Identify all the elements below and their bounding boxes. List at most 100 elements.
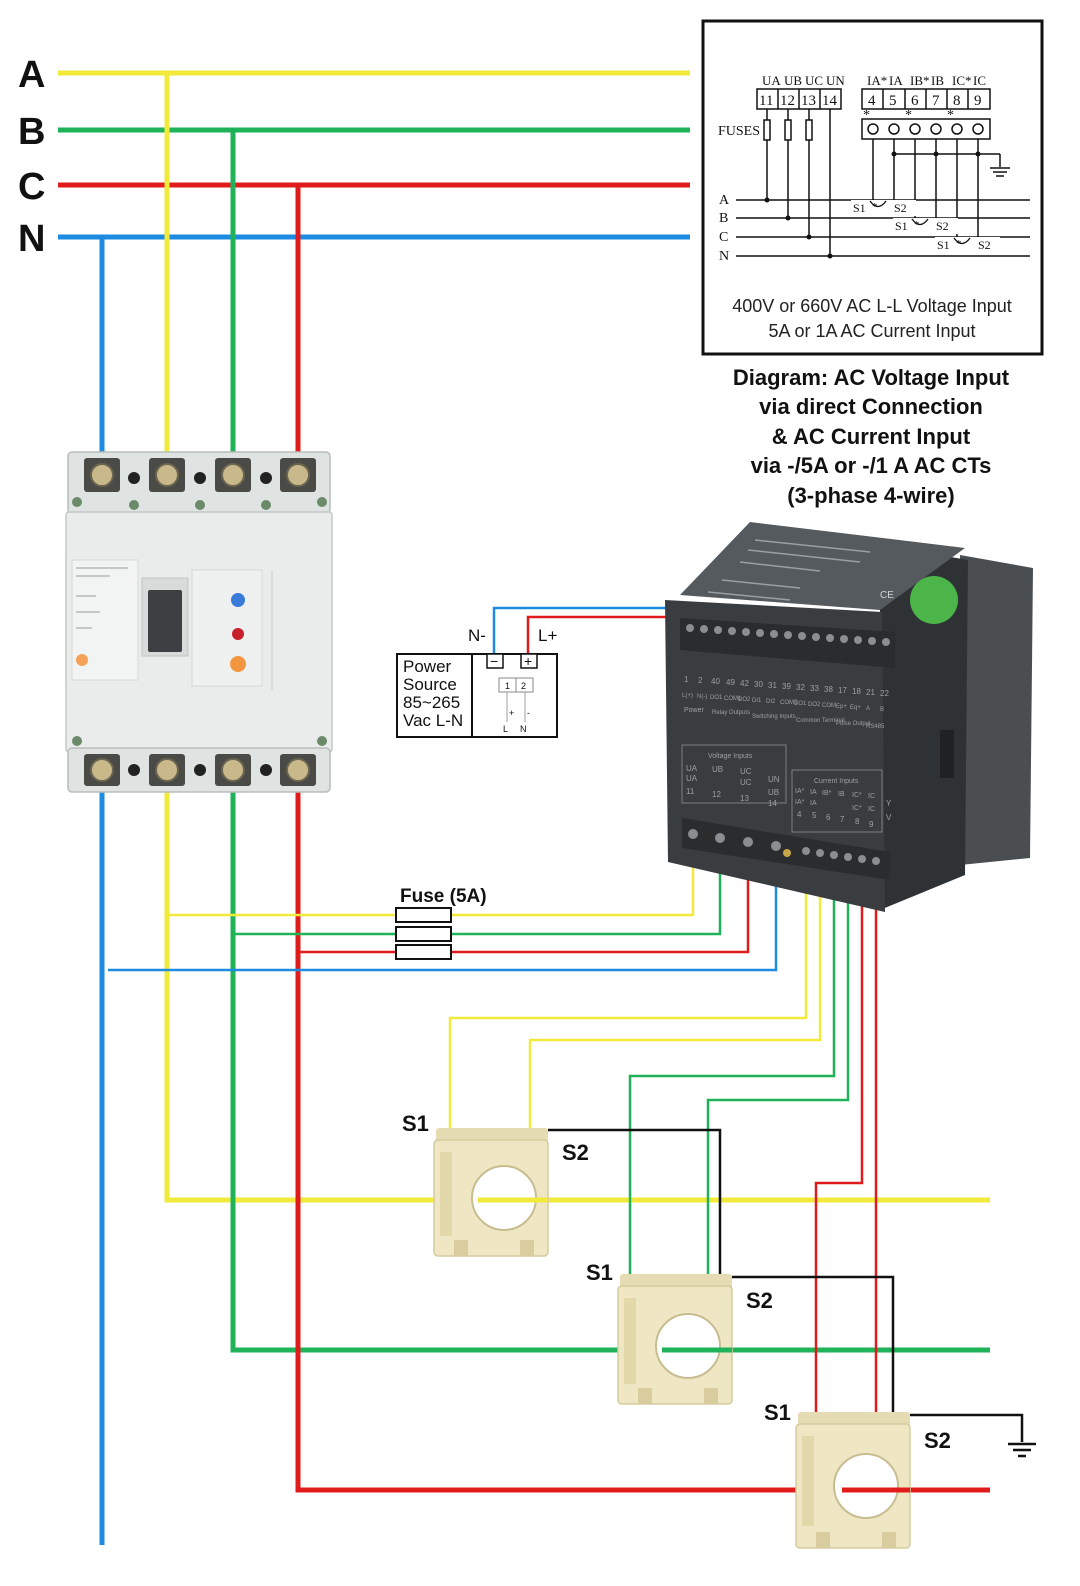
- meter-bottom-screws: [688, 829, 880, 865]
- svg-text:IA: IA: [889, 73, 903, 88]
- svg-text:S1: S1: [937, 238, 950, 252]
- svg-text:UC: UC: [740, 778, 752, 787]
- svg-text:Power: Power: [684, 707, 705, 714]
- ct-2-s2-label: S2: [746, 1288, 773, 1313]
- svg-text:IC: IC: [973, 73, 986, 88]
- ct-1-s2-label: S2: [562, 1140, 589, 1165]
- out-c-line: [295, 780, 990, 1493]
- ct-3-s2-label: S2: [924, 1428, 951, 1453]
- svg-text:13: 13: [740, 794, 749, 803]
- svg-text:UN: UN: [768, 775, 780, 784]
- ct-2-s1-label: S1: [586, 1260, 613, 1285]
- ct-common-3: [910, 1413, 1024, 1442]
- meter-top-screws: [686, 624, 890, 646]
- svg-text:CE: CE: [880, 590, 894, 601]
- meter-bezel: [960, 555, 1033, 865]
- meter-current-block-row1: IA* IA IB* IB IC* IC: [795, 788, 875, 800]
- meter-current-block-row2: IA* IA IC* IC: [795, 799, 875, 813]
- svg-text:5: 5: [889, 93, 897, 109]
- breaker-test-blue: [231, 593, 245, 607]
- svg-text:S2: S2: [978, 238, 991, 252]
- svg-text:30: 30: [754, 680, 763, 689]
- power-line-1: Power: [403, 657, 452, 676]
- circuit-breaker: [65, 451, 333, 793]
- ct2-s2-wire: [706, 848, 850, 1278]
- bus-label-n: N: [18, 218, 45, 260]
- svg-text:IC*: IC*: [852, 805, 862, 812]
- svg-text:V: V: [886, 813, 892, 822]
- ct-2: [617, 1274, 733, 1405]
- svg-text:8: 8: [953, 93, 961, 109]
- power-line-2: Source: [403, 675, 457, 694]
- svg-text:4: 4: [797, 810, 802, 819]
- fuse-c: [395, 944, 452, 960]
- inset-ct-a: S1 * S2: [851, 200, 916, 216]
- svg-text:13: 13: [801, 93, 816, 109]
- svg-text:UB: UB: [712, 765, 723, 774]
- power-l-label: L+: [538, 626, 557, 645]
- svg-text:*: *: [872, 201, 878, 213]
- inset-schematic: UA UB UC UN IA* IA IB* IB IC* IC 11 12 1…: [701, 19, 1044, 356]
- svg-text:Current Inputs: Current Inputs: [814, 778, 859, 785]
- ct-2-window: [655, 1313, 721, 1379]
- svg-text:N(-): N(-): [697, 694, 707, 700]
- svg-text:UB: UB: [784, 73, 802, 88]
- svg-text:21: 21: [866, 688, 875, 697]
- power-meter: CE 1 2 40 49 42 30 31 39 32 33 38 17 18 …: [665, 522, 1033, 912]
- svg-text:DO1: DO1: [794, 701, 807, 707]
- svg-text:DO2: DO2: [808, 702, 821, 708]
- svg-text:1: 1: [684, 675, 689, 684]
- ct3-s1-wire: [814, 848, 864, 1420]
- tap-ua: [167, 848, 695, 917]
- svg-text:IA*: IA*: [795, 788, 805, 795]
- svg-text:IB*: IB*: [822, 790, 832, 797]
- svg-text:RS485: RS485: [866, 724, 885, 730]
- svg-text:12: 12: [712, 790, 721, 799]
- svg-text:33: 33: [810, 684, 819, 693]
- svg-text:IC: IC: [868, 793, 875, 800]
- inset-voltage-terminals: [756, 88, 842, 110]
- svg-text:40: 40: [711, 677, 720, 686]
- svg-text:17: 17: [838, 686, 847, 695]
- svg-text:S1: S1: [853, 201, 866, 215]
- title-line-2: via direct Connection: [759, 394, 983, 419]
- ct-3: [795, 1412, 911, 1549]
- svg-text:DI1: DI1: [752, 698, 762, 704]
- inset-line-labels: A B C N: [719, 193, 730, 264]
- title-line-4: via -/5A or -/1 A AC CTs: [751, 453, 992, 478]
- svg-text:14: 14: [768, 799, 777, 808]
- svg-text:Ep+: Ep+: [836, 704, 847, 710]
- power-source: Power Source 85~265 Vac L-N − + N- L+ 1 …: [396, 606, 702, 738]
- svg-text:7: 7: [932, 93, 940, 109]
- bus-label-b: B: [18, 111, 45, 153]
- svg-text:12: 12: [780, 93, 795, 109]
- inset-polarity-marks: * * *: [863, 108, 954, 123]
- inset-current-numbers: 4 5 6 7 8 9: [868, 93, 982, 109]
- svg-text:22: 22: [880, 689, 889, 698]
- svg-text:UA: UA: [762, 73, 781, 88]
- svg-text:Common Terminal: Common Terminal: [796, 718, 845, 724]
- ct2-s1-wire: [628, 848, 836, 1278]
- svg-text:S1: S1: [895, 219, 908, 233]
- bus-label-a: A: [18, 54, 45, 96]
- svg-text:UN: UN: [826, 73, 845, 88]
- inset-current-terminals: [861, 88, 991, 110]
- svg-text:8: 8: [855, 817, 860, 826]
- svg-text:6: 6: [826, 813, 831, 822]
- svg-text:31: 31: [768, 681, 777, 690]
- svg-text:UA: UA: [686, 764, 698, 773]
- meter-current-label: [791, 769, 883, 833]
- svg-text:*: *: [947, 108, 954, 123]
- svg-text:COM1: COM1: [724, 696, 742, 702]
- svg-text:IB*: IB*: [910, 73, 930, 88]
- power-n-label: N-: [468, 626, 486, 645]
- svg-text:IC*: IC*: [952, 73, 972, 88]
- fuse-label: Fuse (5A): [400, 886, 487, 907]
- breaker-indicator-red: [232, 628, 244, 640]
- ct-3-s1-label: S1: [764, 1400, 791, 1425]
- meter-top-row2: L(+) N(-) DO1 COM1 DO2 DI1 DI2 COM2 DO1 …: [682, 693, 884, 713]
- bus-drops: [99, 73, 301, 470]
- svg-text:L: L: [503, 724, 508, 734]
- svg-text:11: 11: [686, 787, 695, 796]
